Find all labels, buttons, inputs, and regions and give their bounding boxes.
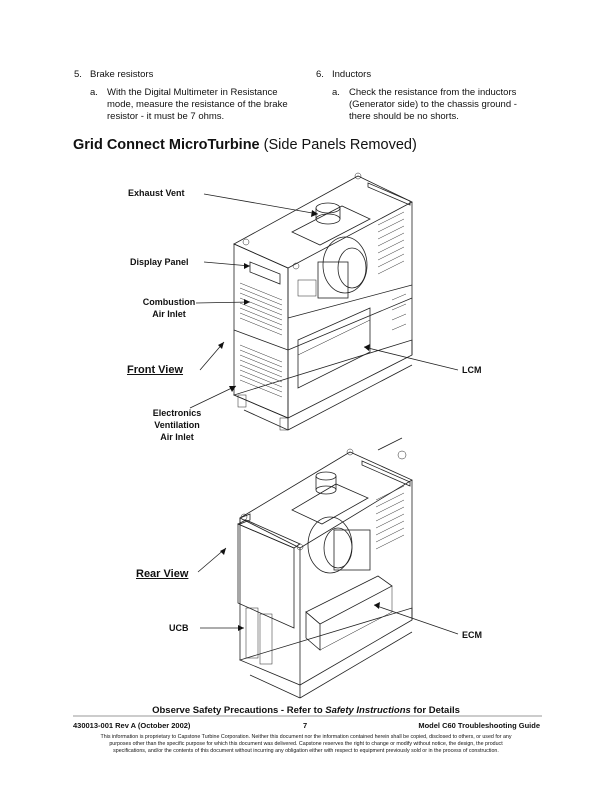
step-6-title: Inductors: [332, 69, 372, 80]
step-5a-text: With the Digital Multimeter in Resistanc…: [107, 87, 288, 123]
step-5a-line: With the Digital Multimeter in Resistanc…: [107, 87, 278, 98]
step-6a-letter: a.: [332, 87, 340, 98]
leader-lines: [189, 193, 459, 635]
label-display-panel: Display Panel: [130, 257, 189, 267]
safety-notice: Observe Safety Precautions - Refer to Sa…: [0, 705, 612, 716]
footer-notice: This information is proprietary to Capst…: [56, 734, 556, 755]
step-6a-text: Check the resistance from the inductors …: [349, 87, 517, 123]
label-exhaust-vent: Exhaust Vent: [128, 188, 185, 198]
label-ecm: ECM: [462, 630, 482, 640]
label-electronics-line: Electronics: [152, 408, 202, 418]
step-6a-line: (Generator side) to the chassis ground -: [349, 99, 517, 110]
step-5a-line: mode, measure the resistance of the brak…: [107, 99, 288, 110]
step-5a-line: resistor - it must be 7 ohms.: [107, 111, 225, 122]
label-combustion-air-inlet: Combustion Air Inlet: [134, 296, 204, 320]
section-title-normal: (Side Panels Removed): [259, 137, 417, 153]
step-6a-line: Check the resistance from the inductors: [349, 87, 517, 98]
label-ucb: UCB: [169, 623, 189, 633]
label-lcm: LCM: [462, 365, 482, 375]
label-rear-view: Rear View: [136, 568, 189, 580]
step-5-title: Brake resistors: [90, 69, 154, 80]
step-5a-letter: a.: [90, 87, 98, 98]
section-title-bold: Grid Connect MicroTurbine: [73, 137, 260, 153]
label-combustion-line: Air Inlet: [152, 309, 186, 319]
step-6a-line: there should be no shorts.: [349, 111, 459, 122]
step-6-number: 6.: [316, 69, 324, 80]
step-5-number: 5.: [74, 69, 82, 80]
footer-notice-line: This information is proprietary to Capst…: [100, 734, 512, 740]
section-title: Grid Connect MicroTurbine (Side Panels R…: [73, 137, 417, 153]
label-front-view: Front View: [127, 364, 184, 376]
footer-notice-line: purposes other than the specific purpose…: [109, 741, 503, 747]
rear-view-unit: [237, 437, 413, 699]
label-electronics-line: Ventilation: [154, 420, 200, 430]
footer-guide-title: Model C60 Troubleshooting Guide: [418, 721, 540, 730]
footer-doc-id: 430013-001 Rev A (October 2002): [73, 721, 191, 730]
label-combustion-line: Combustion: [142, 297, 196, 307]
safety-instructions-ref: Safety Instructions: [325, 705, 411, 716]
safety-prefix: Observe Safety Precautions - Refer to: [152, 705, 326, 716]
footer-notice-line: specifications, and/or the contents of t…: [113, 748, 499, 754]
front-view-unit: [232, 172, 413, 431]
label-electronics-line: Air Inlet: [160, 432, 194, 442]
label-electronics-ventilation: Electronics Ventilation Air Inlet: [142, 407, 212, 443]
footer-page-number: 7: [303, 721, 308, 730]
safety-suffix: for Details: [410, 705, 460, 716]
